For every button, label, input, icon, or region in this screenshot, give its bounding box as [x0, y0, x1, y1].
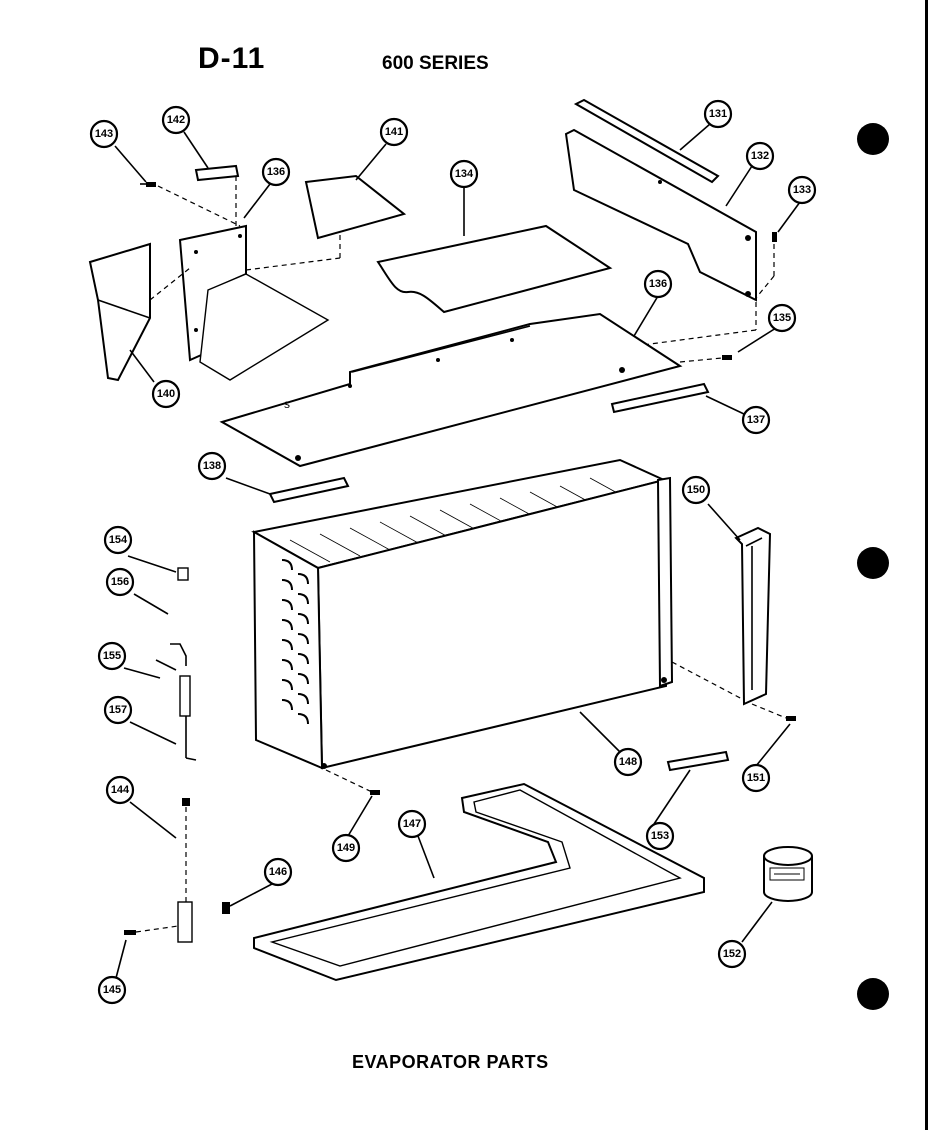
- svg-text:155: 155: [103, 650, 121, 662]
- part-145-screw: [124, 930, 136, 935]
- part-139-bracket: [178, 224, 330, 381]
- callout-153: 153: [645, 821, 675, 851]
- binder-hole-bottom: [857, 978, 889, 1010]
- svg-text:154: 154: [109, 534, 128, 546]
- part-151-screw: [786, 716, 796, 721]
- svg-text:s: s: [284, 397, 290, 411]
- callout-156: 156: [105, 567, 135, 597]
- callout-157: 157: [103, 695, 133, 725]
- callout-146: 146: [263, 857, 293, 887]
- part-152-sealant-can: [763, 846, 813, 902]
- callout-136-bracket: 136: [261, 157, 291, 187]
- callout-145: 145: [97, 975, 127, 1005]
- callout-150: 150: [681, 475, 711, 505]
- part-140-side-panel: [88, 242, 151, 382]
- part-141-plate: [304, 174, 407, 240]
- part-153-strip: [666, 750, 730, 772]
- part-133-screw: [772, 232, 777, 242]
- svg-text:145: 145: [103, 984, 121, 996]
- binder-hole-top: [857, 123, 889, 155]
- svg-text:132: 132: [751, 150, 769, 162]
- svg-text:150: 150: [687, 484, 705, 496]
- binder-hole-middle: [857, 547, 889, 579]
- svg-text:133: 133: [793, 184, 811, 196]
- svg-text:146: 146: [269, 866, 287, 878]
- part-144-rod: [177, 798, 193, 943]
- svg-text:144: 144: [111, 784, 130, 796]
- part-132-back-panel: [564, 128, 757, 302]
- svg-text:135: 135: [773, 312, 791, 324]
- svg-text:141: 141: [385, 126, 403, 138]
- leader-lines: [114, 123, 801, 979]
- callout-152: 152: [717, 939, 747, 969]
- svg-text:137: 137: [747, 414, 765, 426]
- svg-text:140: 140: [157, 388, 175, 400]
- callout-144: 144: [105, 775, 135, 805]
- part-135-screw: [722, 355, 732, 360]
- part-146-clip: [222, 902, 230, 914]
- svg-text:153: 153: [651, 830, 669, 842]
- svg-text:157: 157: [109, 704, 127, 716]
- series-title: 600 SERIES: [382, 53, 489, 74]
- part-149-screw: [370, 790, 380, 795]
- part-150-side-channel: [734, 526, 772, 706]
- svg-text:134: 134: [455, 168, 474, 180]
- svg-text:152: 152: [723, 948, 741, 960]
- svg-text:142: 142: [167, 114, 185, 126]
- callout-154: 154: [103, 525, 133, 555]
- callout-142: 142: [161, 105, 191, 135]
- svg-text:131: 131: [709, 108, 727, 120]
- callout-148: 148: [613, 747, 643, 777]
- part-154-clip: [177, 567, 189, 581]
- part-155-pin: [155, 659, 177, 671]
- part-148-evaporator-coil: [251, 458, 674, 770]
- callout-137: 137: [741, 405, 771, 435]
- page-code: D-11: [198, 42, 266, 75]
- part-137-strip: [610, 382, 710, 414]
- callout-149: 149: [331, 833, 361, 863]
- svg-text:136: 136: [649, 278, 667, 290]
- callout-132: 132: [745, 141, 775, 171]
- callout-134: 134: [449, 159, 479, 189]
- diagram-caption: EVAPORATOR PARTS: [352, 1052, 549, 1072]
- part-157-fitting: [179, 675, 197, 761]
- callout-141: 141: [379, 117, 409, 147]
- part-134-insulation: [376, 224, 613, 314]
- callout-140: 140: [151, 379, 181, 409]
- svg-text:143: 143: [95, 128, 113, 140]
- part-147-gasket-frame: [253, 782, 705, 982]
- part-131-strip: [573, 98, 720, 184]
- part-136-top-cover: s: [219, 312, 683, 468]
- callout-136-cover: 136: [643, 269, 673, 299]
- svg-text:151: 151: [747, 772, 765, 784]
- callout-138: 138: [197, 451, 227, 481]
- callout-151: 151: [741, 763, 771, 793]
- callout-131: 131: [703, 99, 733, 129]
- callout-135: 135: [767, 303, 797, 333]
- svg-text:147: 147: [403, 818, 421, 830]
- svg-text:148: 148: [619, 756, 637, 768]
- part-142-strip: [194, 164, 240, 182]
- callout-147: 147: [397, 809, 427, 839]
- svg-text:156: 156: [111, 576, 129, 588]
- callout-143: 143: [89, 119, 119, 149]
- svg-text:138: 138: [203, 460, 221, 472]
- svg-text:136: 136: [267, 166, 285, 178]
- part-156-tube: [170, 643, 187, 666]
- part-138-strip: [268, 476, 350, 504]
- callout-155: 155: [97, 641, 127, 671]
- part-143-screw: [140, 182, 156, 187]
- svg-text:149: 149: [337, 842, 355, 854]
- callout-133: 133: [787, 175, 817, 205]
